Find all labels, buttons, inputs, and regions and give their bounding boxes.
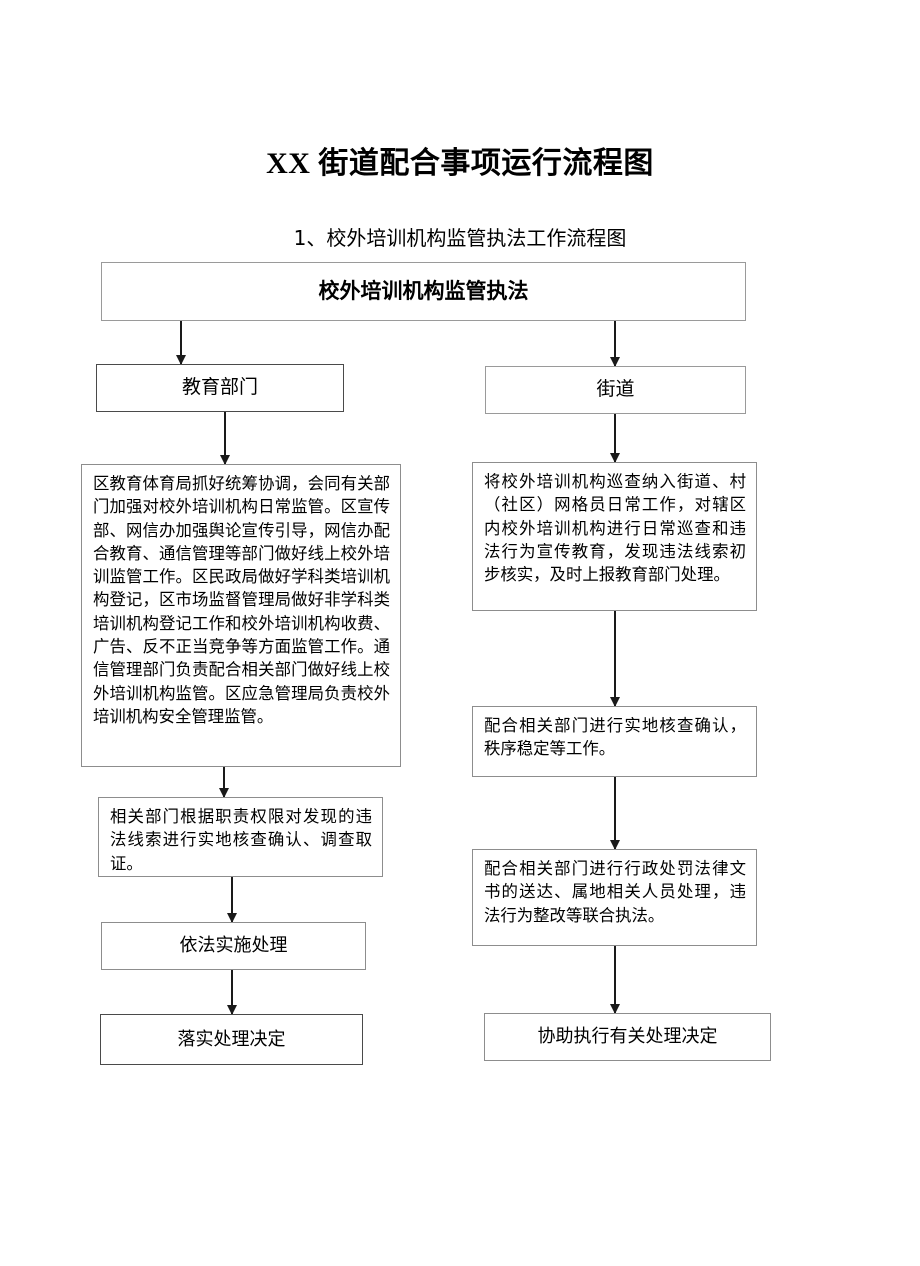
arrow-street-step2-to-step3 [614,777,616,849]
flow-node-street-step-2: 配合相关部门进行实地核查确认，秩序稳定等工作。 [472,706,757,777]
flow-node-street-header: 街道 [485,366,746,414]
flow-node-street-step-4: 协助执行有关处理决定 [484,1013,771,1061]
flow-node-street-step-1: 将校外培训机构巡查纳入街道、村（社区）网格员日常工作，对辖区内校外培训机构进行日… [472,462,757,611]
arrow-root-to-education [180,321,182,364]
arrow-street-step3-to-step4 [614,946,616,1013]
arrow-root-to-street [614,321,616,366]
arrow-education-header-to-step1 [224,412,226,464]
flow-node-root: 校外培训机构监管执法 [101,262,746,321]
flow-node-street-step-3: 配合相关部门进行行政处罚法律文书的送达、属地相关人员处理，违法行为整改等联合执法… [472,849,757,946]
arrow-education-step1-to-step2 [223,767,225,797]
flow-node-education-header: 教育部门 [96,364,344,412]
arrow-education-step2-to-step3 [231,877,233,922]
flow-node-education-step-1: 区教育体育局抓好统筹协调，会同有关部门加强对校外培训机构日常监管。区宣传部、网信… [81,464,401,767]
flow-node-education-step-2: 相关部门根据职责权限对发现的违法线索进行实地核查确认、调查取证。 [98,797,383,877]
arrow-education-step3-to-step4 [231,970,233,1014]
flow-node-education-step-3: 依法实施处理 [101,922,366,970]
arrow-street-header-to-step1 [614,414,616,462]
section-title: 1、校外培训机构监管执法工作流程图 [293,226,627,250]
flow-node-education-step-4: 落实处理决定 [100,1014,363,1065]
page-title: XX 街道配合事项运行流程图 [266,147,654,180]
arrow-street-step1-to-step2 [614,611,616,706]
